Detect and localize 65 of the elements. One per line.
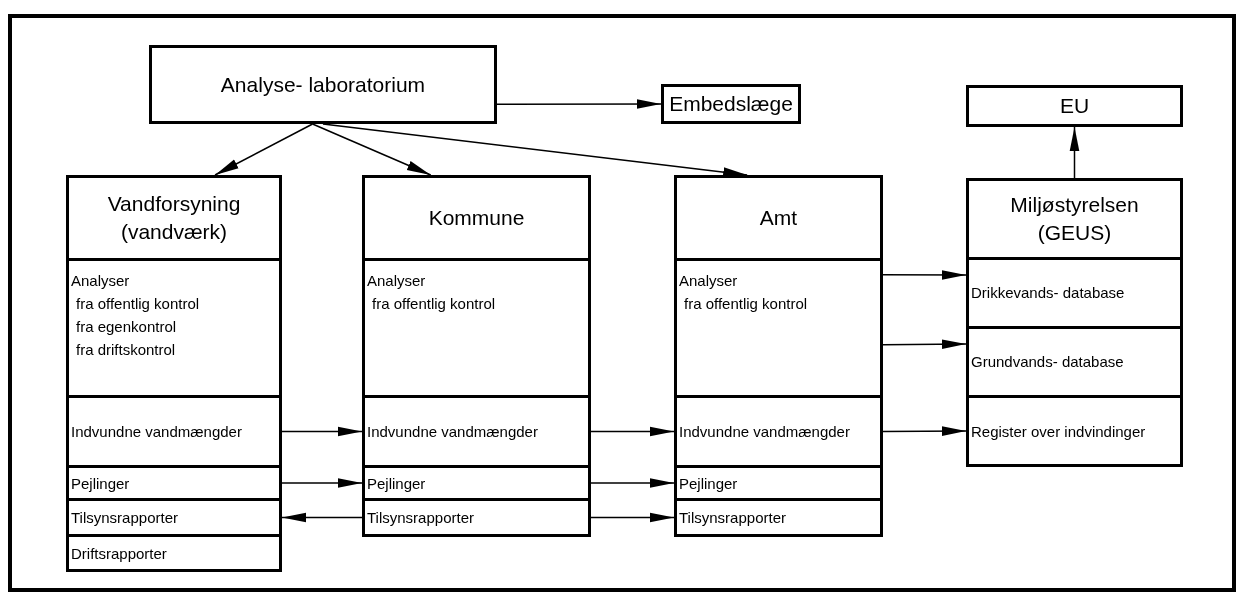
data-cell xyxy=(362,498,591,537)
data-cell xyxy=(66,534,282,572)
arrow xyxy=(882,339,967,350)
node-text: Indvundne vandmængder xyxy=(679,422,851,442)
arrow xyxy=(590,478,675,488)
node-text: Indvundne vandmængder xyxy=(71,422,243,442)
node-text: Tilsynsrapporter xyxy=(367,508,475,528)
node-text: Analyser xyxy=(71,271,131,291)
arrow xyxy=(882,426,967,436)
node-text: Pejlinger xyxy=(679,473,739,494)
node-text: Drikkevands- database xyxy=(971,283,1126,303)
data-cell xyxy=(362,395,591,468)
node-text: Indvundne vandmængder xyxy=(367,422,539,442)
node-text: Analyser xyxy=(679,271,739,291)
data-cell xyxy=(674,465,883,501)
data-cell xyxy=(66,395,282,468)
node-text: fra offentlig kontrol xyxy=(371,294,497,314)
data-cell xyxy=(66,498,282,537)
node-text: Pejlinger xyxy=(367,473,427,494)
node-text: Kommune xyxy=(428,205,525,231)
data-cell xyxy=(674,395,883,468)
node-text: fra offentlig kontrol xyxy=(75,294,201,314)
node-text: Driftsrapporter xyxy=(71,543,168,564)
process-box xyxy=(966,85,1183,127)
arrow xyxy=(496,99,662,109)
column-header-box xyxy=(966,178,1183,260)
arrow xyxy=(1069,126,1080,179)
process-box xyxy=(149,45,497,124)
node-text: Embedslæge xyxy=(669,91,793,117)
arrow xyxy=(281,426,363,437)
node-text: fra driftskontrol xyxy=(75,340,177,360)
node-text: Register over indvindinger xyxy=(971,421,1147,442)
data-cell xyxy=(362,258,591,398)
arrow xyxy=(882,270,967,280)
column-header-box xyxy=(362,175,591,261)
node-text: Miljøstyrelsen (GEUS) xyxy=(1009,192,1140,246)
node-text: Pejlinger xyxy=(71,473,131,494)
data-cell xyxy=(674,498,883,537)
data-cell xyxy=(966,326,1183,398)
data-cell xyxy=(966,395,1183,467)
arrow xyxy=(590,512,675,523)
node-text: Grundvands- database xyxy=(971,352,1125,372)
process-box xyxy=(661,84,801,124)
data-cell xyxy=(362,465,591,501)
data-cell xyxy=(966,257,1183,329)
column-header-box xyxy=(674,175,883,261)
node-text: Vandforsyning (vandværk) xyxy=(106,191,242,245)
column-header-box xyxy=(66,175,282,261)
arrow xyxy=(281,478,363,488)
node-text: Tilsynsrapporter xyxy=(679,508,787,528)
node-text: Tilsynsrapporter xyxy=(71,508,179,528)
arrow xyxy=(322,123,748,177)
data-cell xyxy=(66,258,282,398)
arrow xyxy=(214,123,314,176)
node-text: EU xyxy=(1059,93,1090,119)
data-cell xyxy=(66,465,282,501)
arrow xyxy=(590,426,675,437)
node-text: fra offentlig kontrol xyxy=(683,294,809,314)
arrow xyxy=(311,123,432,176)
node-text: fra egenkontrol xyxy=(75,317,178,337)
node-text: Amt xyxy=(759,205,798,231)
arrow xyxy=(281,512,363,523)
data-cell xyxy=(674,258,883,398)
node-text: Analyse- laboratorium xyxy=(220,71,426,98)
node-text: Analyser xyxy=(367,271,427,291)
